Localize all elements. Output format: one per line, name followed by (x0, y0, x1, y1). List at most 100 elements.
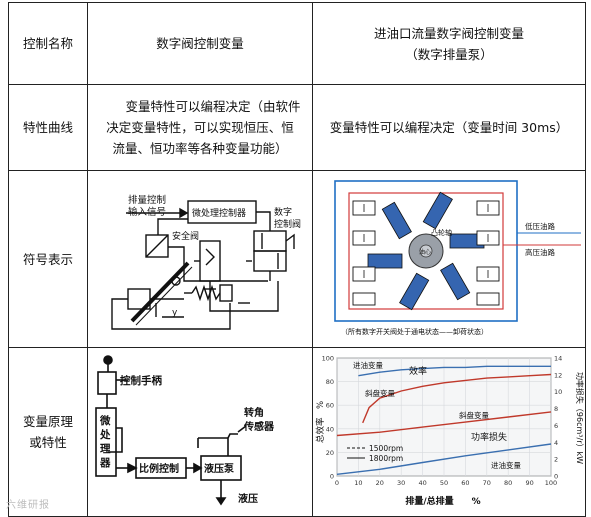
low-pressure-label: 低压油路 (525, 221, 555, 231)
digital-valve-schematic: 排量控制 输入信号 微处理控制器 安全阀 数字 控制阀 y (111, 194, 301, 330)
x-tick-label: 0 (335, 479, 339, 487)
principle-label-cell: 变量原理 或特性 (8, 347, 88, 517)
control-block-diagram: 控制手柄 微 处 理 器 比例控制 液压泵 转角 传感器 液压 (95, 355, 275, 506)
header-name-text: 控制名称 (22, 36, 73, 51)
micro-label-1: 微 (99, 414, 111, 427)
cam-shaft-label: 凸轮轴 (431, 228, 452, 237)
x-tick-label: 50 (440, 479, 448, 487)
annotation-swash-low: 斜盘变量 (459, 410, 489, 420)
watermark: 六维研报 (6, 500, 50, 511)
annotation-inlet-low: 进油变量 (491, 460, 521, 470)
comparison-table: 控制名称 数字阀控制变量 进油口流量数字阀控制变量 （数字排量泵） 特性曲线 变… (8, 2, 586, 517)
chart-legend: 1500rpm 1800rpm (347, 444, 403, 463)
symbol-fig-a-cell: 排量控制 输入信号 微处理控制器 安全阀 数字 控制阀 y (87, 170, 313, 348)
y-left-tick-label: 40 (326, 425, 334, 433)
characteristic-label: 特性曲线 (22, 120, 73, 135)
characteristic-col2-line1: 变量特性可以编程决定（由软件 (88, 96, 312, 117)
y-left-tick-label: 60 (326, 402, 334, 410)
y-right-tick-label: 0 (554, 473, 558, 481)
header-name-cell: 控制名称 (8, 2, 88, 85)
characteristic-label-cell: 特性曲线 (8, 84, 88, 171)
header-digital-valve-text: 数字阀控制变量 (156, 36, 244, 51)
center-label: 油心 (419, 248, 431, 256)
principle-label-line1: 变量原理 (22, 414, 73, 429)
symbol-row: 符号表示 (8, 170, 586, 348)
header-inlet-valve-line2: （数字排量泵） (405, 46, 493, 62)
hydraulic-pump-label: 液压泵 (204, 462, 235, 475)
y-left-tick-label: 0 (330, 473, 334, 481)
hydraulic-label: 液压 (238, 492, 258, 505)
y-right-tick-label: 14 (554, 355, 562, 363)
x-tick-label: 100 (545, 479, 557, 487)
characteristic-col2-line3: 流量、恒功率等各种变量功能） (112, 141, 288, 156)
controller-label: 微处理控制器 (192, 207, 246, 219)
symbol-fig-b-cell: 凸轮轴 油心 低压油路 高压油路 （所有数字开关阀处于通电状态——卸荷状态） (312, 170, 586, 348)
x-tick-label: 90 (525, 479, 533, 487)
y-right-tick-label: 4 (554, 439, 558, 447)
symbol-label: 符号表示 (22, 251, 73, 267)
header-row: 控制名称 数字阀控制变量 进油口流量数字阀控制变量 （数字排量泵） (8, 2, 586, 85)
control-handle-label: 控制手柄 (120, 374, 162, 387)
characteristic-col2-line1-text: 变量特性可以编程决定（由软件 (125, 99, 301, 114)
annotation-inlet-top: 进油变量 (353, 360, 383, 370)
series-line-3 (336, 443, 552, 475)
radial-piston-schematic: 凸轮轴 油心 低压油路 高压油路 （所有数字开关阀处于通电状态——卸荷状态） (334, 180, 581, 336)
x-tick-label: 70 (483, 479, 491, 487)
y-left-tick-label: 100 (322, 355, 334, 363)
x-tick-label: 30 (397, 479, 405, 487)
x-tick-label: 40 (418, 479, 426, 487)
micro-label-4: 器 (99, 457, 111, 469)
series-line-1 (362, 373, 552, 424)
x-tick-label: 10 (354, 479, 362, 487)
header-digital-valve-cell: 数字阀控制变量 (87, 2, 313, 85)
legend-1800: 1800rpm (369, 454, 403, 463)
series-line-2 (336, 411, 552, 437)
y-right-tick-label: 12 (554, 371, 562, 379)
annotation-power-loss: 功率损失 (471, 431, 507, 443)
x-tick-label: 80 (504, 479, 512, 487)
input-label-2: 输入信号 (128, 206, 166, 218)
chart-grid (336, 357, 552, 477)
chart-xlabel: 排量/总排量 % (405, 495, 480, 507)
chart-ylabel-left: 总效率 % (315, 401, 326, 443)
annotation-swash-top: 斜盘变量 (365, 388, 395, 398)
high-pressure-label: 高压油路 (525, 247, 555, 257)
y-right-tick-label: 10 (554, 388, 562, 396)
digital-valve-label-1: 数字 (274, 206, 292, 218)
series-line-0 (358, 365, 551, 377)
characteristic-col3-text: 变量特性可以编程决定（变量时间 30ms） (329, 120, 569, 135)
principle-label-line2: 或特性 (29, 435, 67, 450)
x-tick-label: 60 (461, 479, 469, 487)
safety-valve-label: 安全阀 (172, 230, 199, 242)
y-right-tick-label: 8 (554, 405, 558, 413)
characteristic-row: 特性曲线 变量特性可以编程决定（由软件 决定变量特性，可以实现恒压、恒 流量、恒… (8, 84, 586, 171)
annotation-efficiency: 效率 (409, 365, 427, 377)
digital-valve-label-2: 控制阀 (274, 218, 301, 230)
y-left-tick-label: 80 (326, 378, 334, 386)
characteristic-col2-line2: 决定变量特性，可以实现恒压、恒 (106, 120, 294, 135)
header-inlet-valve-line1: 进油口流量数字阀控制变量 (373, 25, 524, 41)
y-right-tick-label: 2 (554, 456, 558, 464)
chart-series (336, 365, 552, 475)
input-label-1: 排量控制 (128, 194, 166, 206)
y-label: y (172, 308, 178, 318)
radial-caption: （所有数字开关阀处于通电状态——卸荷状态） (341, 327, 488, 336)
principle-fig-c-cell: 控制手柄 微 处 理 器 比例控制 液压泵 转角 传感器 液压 (87, 347, 313, 517)
y-right-tick-label: 6 (554, 422, 558, 430)
header-inlet-valve-cell: 进油口流量数字阀控制变量 （数字排量泵） (312, 2, 586, 85)
micro-label-2: 处 (99, 428, 111, 441)
micro-label-3: 理 (100, 443, 111, 455)
chart-ylabel-right: 功率损失（96cm³/r）kW (575, 372, 585, 464)
characteristic-col3-cell: 变量特性可以编程决定（变量时间 30ms） (312, 84, 586, 171)
x-tick-label: 20 (376, 479, 384, 487)
angle-sensor-label-2: 传感器 (243, 420, 275, 433)
principle-row: 变量原理 或特性 (8, 347, 586, 517)
characteristic-col2-cell: 变量特性可以编程决定（由软件 决定变量特性，可以实现恒压、恒 流量、恒功率等各种… (87, 84, 313, 171)
y-left-tick-label: 20 (326, 449, 334, 457)
proportional-control-label: 比例控制 (139, 462, 179, 475)
symbol-label-cell: 符号表示 (8, 170, 88, 348)
legend-1500: 1500rpm (369, 444, 403, 453)
angle-sensor-label-1: 转角 (244, 406, 264, 419)
